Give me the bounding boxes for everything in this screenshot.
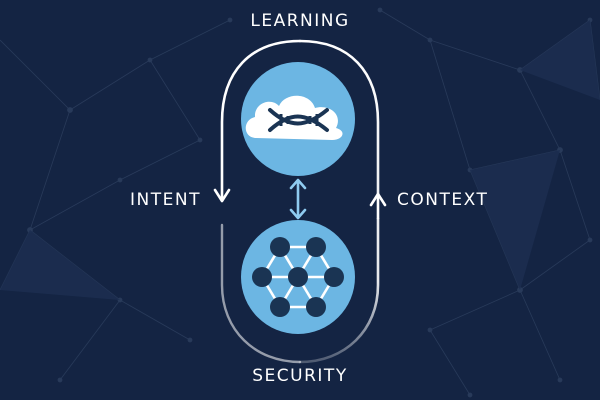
learning-node <box>241 62 355 176</box>
context-label: CONTEXT <box>397 190 489 210</box>
network-nodes-icon <box>252 237 344 317</box>
loop-left-arc <box>220 39 302 200</box>
security-label: SECURITY <box>252 366 348 386</box>
cloud-dna-icon <box>245 95 343 140</box>
double-arrow-icon <box>289 178 307 220</box>
loop-bottom-left-arc <box>220 223 302 364</box>
intent-label: INTENT <box>130 190 201 210</box>
intent-arrow-head <box>213 188 231 203</box>
security-node <box>241 220 355 334</box>
learning-label: LEARNING <box>250 11 350 31</box>
background-triangles <box>0 20 600 300</box>
context-arrow-head <box>369 192 387 207</box>
